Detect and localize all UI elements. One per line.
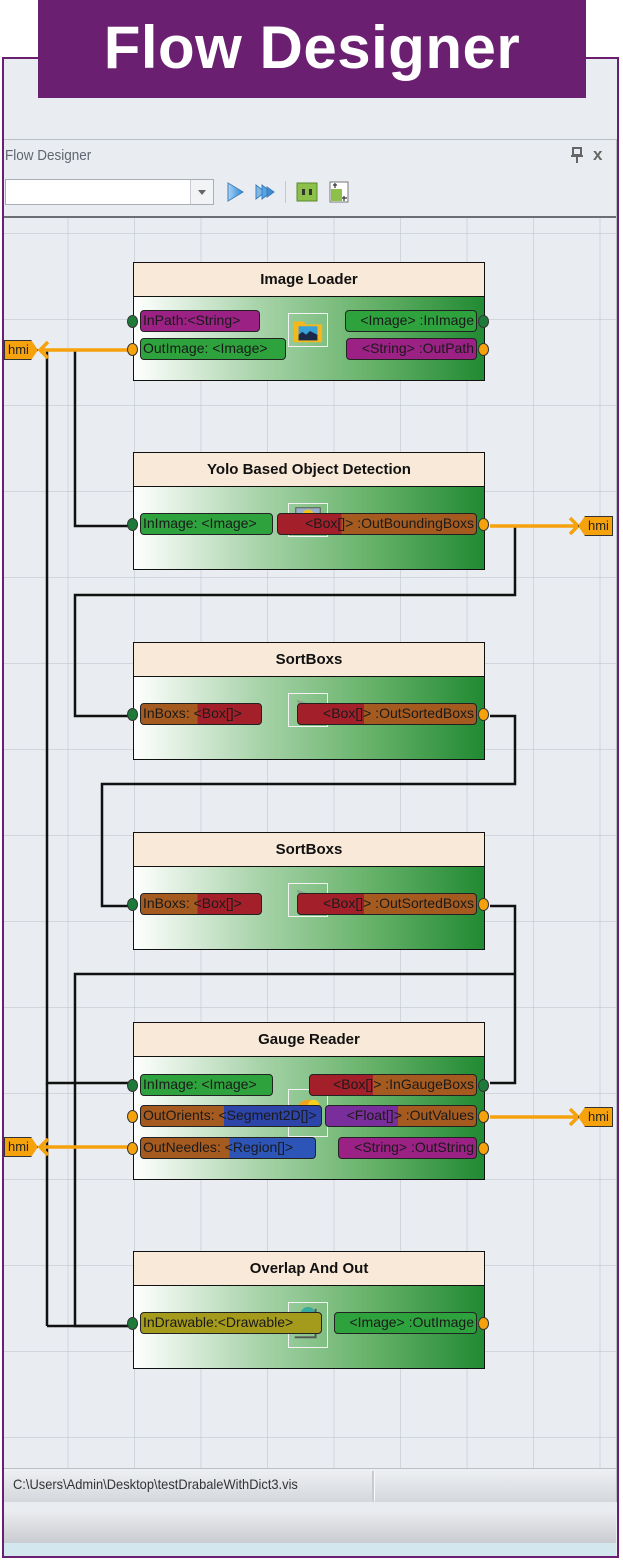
hmi-tag[interactable]: hmi xyxy=(4,1137,38,1157)
bottom-bar xyxy=(4,1509,616,1543)
port-connector[interactable] xyxy=(127,708,138,721)
port-connector[interactable] xyxy=(127,898,138,911)
port-connector[interactable] xyxy=(478,1079,489,1092)
port-out-image[interactable]: <Image> :OutImage xyxy=(334,1312,477,1334)
toolbar-separator xyxy=(285,181,286,203)
port-connector[interactable] xyxy=(478,898,489,911)
fit-width-icon[interactable] xyxy=(296,181,318,203)
pin-icon[interactable] xyxy=(570,147,584,163)
node-title: SortBoxs xyxy=(134,643,484,677)
port-in-image[interactable]: InImage: <Image> xyxy=(140,1074,273,1096)
port-connector[interactable] xyxy=(478,1317,489,1330)
status-bar: C:\Users\Admin\Desktop\testDrabaleWithDi… xyxy=(4,1468,616,1502)
hmi-tag[interactable]: hmi xyxy=(578,1107,613,1127)
port-out-bounding-boxs[interactable]: <Box[]> :OutBoundingBoxs xyxy=(277,513,477,535)
hmi-tag[interactable]: hmi xyxy=(4,340,38,360)
node-sort-boxs-1[interactable]: SortBoxs InBoxs: <Box[]> <Box[]> :OutSor… xyxy=(127,642,489,760)
port-out-needles[interactable]: OutNeedles: <Region[]> xyxy=(140,1137,316,1159)
port-out-image[interactable]: OutImage: <Image> xyxy=(140,338,286,360)
port-connector[interactable] xyxy=(127,315,138,328)
port-connector[interactable] xyxy=(127,1142,138,1155)
port-connector[interactable] xyxy=(127,1079,138,1092)
port-out-path[interactable]: <String> :OutPath xyxy=(346,338,477,360)
node-title: Overlap And Out xyxy=(134,1252,484,1286)
port-connector[interactable] xyxy=(478,1142,489,1155)
port-connector[interactable] xyxy=(478,708,489,721)
add-node-icon[interactable] xyxy=(328,181,350,203)
close-icon[interactable]: x xyxy=(593,145,603,164)
node-title: SortBoxs xyxy=(134,833,484,867)
port-connector[interactable] xyxy=(478,315,489,328)
node-title: Gauge Reader xyxy=(134,1023,484,1057)
play-icon[interactable] xyxy=(224,181,246,203)
port-connector[interactable] xyxy=(478,1110,489,1123)
port-connector[interactable] xyxy=(478,343,489,356)
port-in-boxs[interactable]: InBoxs: <Box[]> xyxy=(140,893,262,915)
port-out-orients[interactable]: OutOrients: <Segment2D[]> xyxy=(140,1105,322,1127)
port-out-sorted-boxs[interactable]: <Box[]> :OutSortedBoxs xyxy=(297,893,477,915)
chevron-down-icon[interactable] xyxy=(190,180,213,204)
hmi-tag[interactable]: hmi xyxy=(578,516,613,536)
node-image-loader[interactable]: Image Loader InPath:<String> OutImage: <… xyxy=(127,262,489,381)
banner-title: Flow Designer xyxy=(38,0,586,98)
port-connector[interactable] xyxy=(127,343,138,356)
port-in-boxs[interactable]: InBoxs: <Box[]> xyxy=(140,703,262,725)
fast-forward-icon[interactable] xyxy=(254,181,276,203)
port-out-sorted-boxs[interactable]: <Box[]> :OutSortedBoxs xyxy=(297,703,477,725)
port-out-string[interactable]: <String> :OutString xyxy=(338,1137,477,1159)
port-connector[interactable] xyxy=(127,518,138,531)
port-connector[interactable] xyxy=(127,1110,138,1123)
node-yolo-detection[interactable]: Yolo Based Object Detection InImage: <Im… xyxy=(127,452,489,570)
node-sort-boxs-2[interactable]: SortBoxs InBoxs: <Box[]> <Box[]> :OutSor… xyxy=(127,832,489,950)
node-gauge-reader[interactable]: Gauge Reader InImage: <Image> OutOrients… xyxy=(127,1022,489,1180)
port-connector[interactable] xyxy=(127,1317,138,1330)
port-in-image[interactable]: InImage: <Image> xyxy=(140,513,273,535)
status-separator xyxy=(372,1471,375,1501)
node-title: Yolo Based Object Detection xyxy=(134,453,484,487)
port-in-gauge-boxs[interactable]: <Box[]> :InGaugeBoxs xyxy=(309,1074,477,1096)
bottom-strip xyxy=(4,1543,616,1556)
port-out-values[interactable]: <Float[]> :OutValues xyxy=(325,1105,477,1127)
port-in-image[interactable]: <Image> :InImage xyxy=(345,310,477,332)
folder-image-icon xyxy=(288,313,328,347)
panel-title: Flow Designer xyxy=(5,147,92,164)
file-path: C:\Users\Admin\Desktop\testDrabaleWithDi… xyxy=(13,1476,298,1492)
port-connector[interactable] xyxy=(478,518,489,531)
flow-combo[interactable] xyxy=(5,179,214,205)
port-in-drawable[interactable]: InDrawable:<Drawable> xyxy=(140,1312,322,1334)
node-title: Image Loader xyxy=(134,263,484,297)
port-in-path[interactable]: InPath:<String> xyxy=(140,310,260,332)
node-overlap-and-out[interactable]: Overlap And Out InDrawable:<Drawable> <I… xyxy=(127,1251,489,1369)
